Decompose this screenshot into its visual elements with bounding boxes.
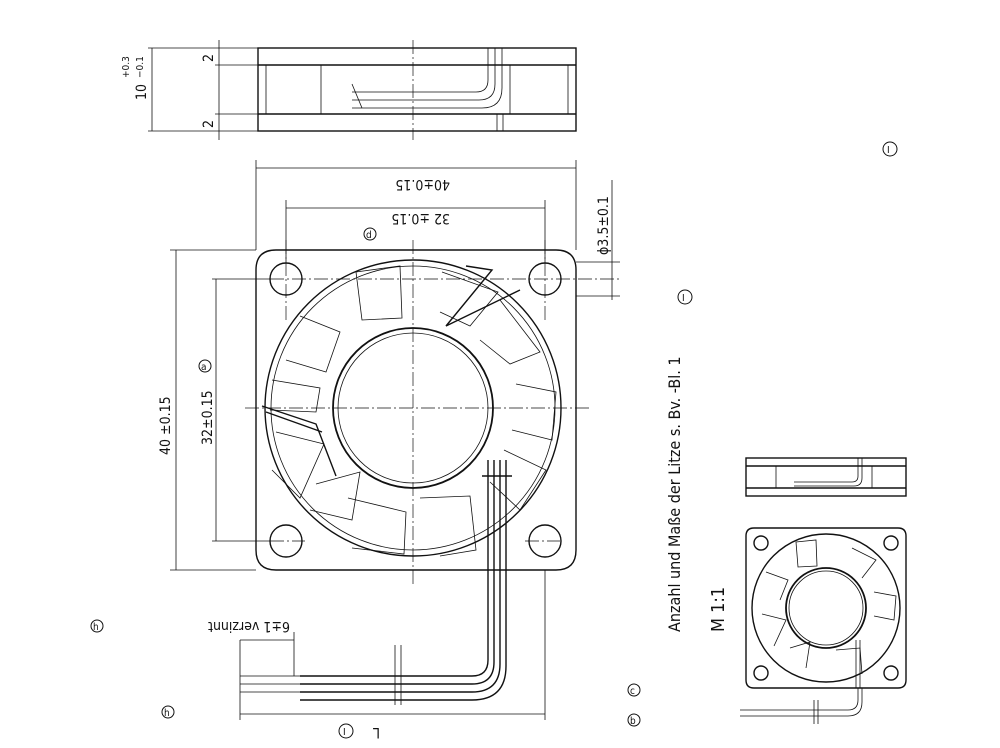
side-view: 10 +0.3 −0.1 2 2	[121, 40, 577, 140]
marker-a-circle	[198, 359, 212, 373]
flange-bottom-dimension: 2	[201, 120, 217, 128]
wire-note: Anzahl und Maße der Litze s. Bv. -Bl. 1	[665, 356, 684, 632]
marker-i-circle-3	[882, 141, 898, 157]
scale-note: M 1:1	[708, 587, 729, 632]
scale-front-view	[740, 527, 907, 724]
scale-side-view	[745, 457, 907, 497]
hole-spacing-v-dimension: 32±0.15	[200, 390, 216, 445]
thickness-tol-minus: −0.1	[135, 56, 146, 78]
marker-h-circle-1	[90, 619, 104, 633]
thickness-dimension: 10	[134, 84, 150, 100]
marker-h-2: h	[164, 708, 170, 719]
width-dimension: 40±0.15	[395, 176, 450, 192]
hole-diameter-dimension: ϕ3.5±0.1	[596, 196, 612, 255]
lead-wires: 6±1 verzinnt L h h I b c	[90, 566, 641, 740]
marker-d-circle	[363, 227, 377, 241]
marker-c-circle	[627, 683, 641, 697]
thickness-tol-plus: +0.3	[121, 56, 132, 78]
marker-c: c	[630, 686, 635, 697]
marker-i-circle-1	[338, 723, 354, 739]
marker-i-1: I	[343, 727, 346, 738]
marker-h-circle-2	[161, 705, 175, 719]
marker-b-circle	[627, 713, 641, 727]
marker-a: a	[201, 362, 207, 373]
marker-i-3: I	[887, 145, 890, 156]
marker-i-2: I	[682, 293, 685, 304]
marker-b: b	[630, 716, 636, 727]
lead-length-dimension: L	[373, 724, 380, 740]
front-dimensions: 40±0.15 32 ±0.15 d 40 ±0.15 32±0.15 a ϕ3…	[158, 160, 620, 571]
lead-strip-dimension: 6±1 verzinnt	[208, 618, 290, 634]
notes: Anzahl und Maße der Litze s. Bv. -Bl. 1 …	[665, 141, 898, 632]
height-dimension: 40 ±0.15	[158, 396, 174, 455]
marker-d: d	[366, 230, 372, 241]
hole-spacing-h-dimension: 32 ±0.15	[391, 210, 450, 226]
marker-i-circle-2	[677, 289, 693, 305]
marker-h-1: h	[93, 622, 99, 633]
front-view	[245, 240, 620, 585]
flange-top-dimension: 2	[201, 54, 217, 62]
